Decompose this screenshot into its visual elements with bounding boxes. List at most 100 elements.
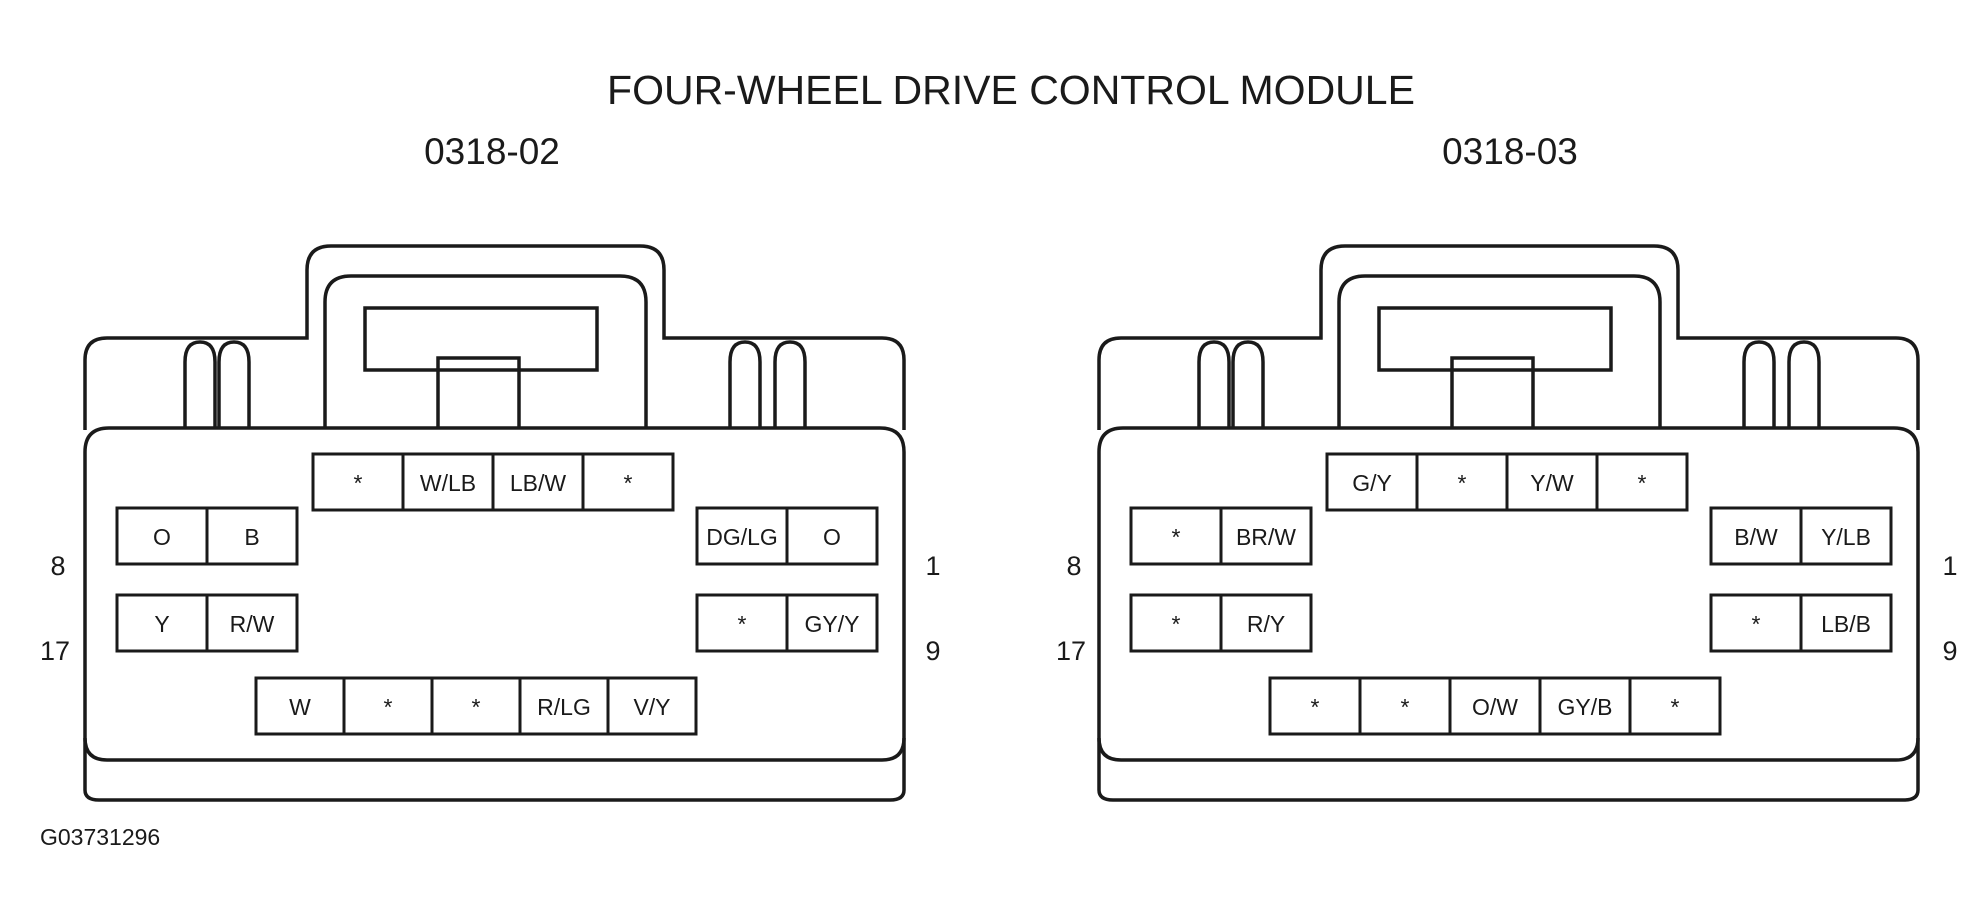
housing-line (1742, 340, 1776, 428)
pin-number-8: 8 (50, 551, 65, 581)
pin-left2-cell (115, 593, 209, 653)
housing-line (1097, 426, 1920, 802)
pin-bottom-wire-color: GY/B (1558, 694, 1613, 720)
pin-top-wire-color: * (1458, 470, 1467, 496)
pin-bottom-wire-color: * (1671, 694, 1680, 720)
connector-0318-02: 0318-02 * W/LB LB/W * O B Y R/W DG/LG O * GY/Y W * * R/… (40, 131, 941, 802)
pin-left1-wire-color: BR/W (1236, 524, 1296, 550)
pin-bottom-cell (606, 676, 698, 736)
pin-bottom-cell (430, 676, 522, 736)
pin-top-cell (1595, 452, 1689, 512)
pin-bottom-cell (518, 676, 610, 736)
figure-id: G03731296 (40, 824, 160, 850)
pin-right1-cell (1709, 506, 1803, 566)
connector-housing (83, 244, 906, 802)
pin-left2-cell (1219, 593, 1313, 653)
pin-right2-cell (695, 593, 789, 653)
pin-bottom-wire-color: * (1401, 694, 1410, 720)
pin-left2-wire-color: * (1172, 611, 1181, 637)
pin-number-1: 1 (1942, 551, 1957, 581)
pin-bottom-wire-color: O/W (1472, 694, 1518, 720)
housing-line (363, 306, 599, 372)
pin-left1-wire-color: * (1172, 524, 1181, 550)
pin-right2-wire-color: GY/Y (805, 611, 860, 637)
pin-bottom-cell (1448, 676, 1542, 736)
pin-top-cell (1325, 452, 1419, 512)
pin-right2-cell (1799, 593, 1893, 653)
housing-line (436, 356, 521, 428)
pin-top-cell (581, 452, 675, 512)
housing-line (1337, 274, 1662, 428)
pin-top-wire-color: * (1638, 470, 1647, 496)
pin-right1-wire-color: DG/LG (706, 524, 778, 550)
pin-bottom-cell (1628, 676, 1722, 736)
pin-left2-wire-color: Y (154, 611, 169, 637)
housing-line (1450, 356, 1535, 428)
housing-line (83, 737, 906, 762)
pin-top-cell (401, 452, 495, 512)
diagram-title: FOUR-WHEEL DRIVE CONTROL MODULE (607, 67, 1415, 113)
housing-line (1097, 737, 1920, 762)
pin-top-cell (491, 452, 585, 512)
pin-top-wire-color: G/Y (1352, 470, 1392, 496)
pin-right2-wire-color: LB/B (1821, 611, 1871, 637)
pin-bottom-wire-color: * (384, 694, 393, 720)
pin-left2-wire-color: R/Y (1247, 611, 1285, 637)
housing-line (1787, 340, 1821, 428)
pin-left1-cell (1219, 506, 1313, 566)
pin-number-9: 9 (925, 636, 940, 666)
connector-id-label: 0318-02 (424, 131, 560, 172)
pin-right1-cell (695, 506, 789, 566)
pin-top-wire-color: * (354, 470, 363, 496)
pin-bottom-wire-color: V/Y (633, 694, 670, 720)
pin-left1-wire-color: O (153, 524, 171, 550)
pin-left1-cell (115, 506, 209, 566)
housing-line (83, 244, 906, 430)
pin-left1-wire-color: B (244, 524, 259, 550)
pin-number-17: 17 (40, 636, 70, 666)
pin-top-cell (1505, 452, 1599, 512)
connector-id-label: 0318-03 (1442, 131, 1578, 172)
housing-line (83, 426, 906, 802)
pin-bottom-cell (1358, 676, 1452, 736)
pin-left1-cell (205, 506, 299, 566)
pin-number-8: 8 (1066, 551, 1081, 581)
pin-bottom-wire-color: W (289, 694, 311, 720)
pin-bottom-wire-color: * (1311, 694, 1320, 720)
pin-top-wire-color: W/LB (420, 470, 476, 496)
pin-number-17: 17 (1056, 636, 1086, 666)
pin-bottom-cell (1268, 676, 1362, 736)
pin-right1-cell (785, 506, 879, 566)
pin-left2-wire-color: R/W (230, 611, 275, 637)
pin-top-wire-color: * (624, 470, 633, 496)
pin-right1-wire-color: O (823, 524, 841, 550)
pin-right2-cell (785, 593, 879, 653)
housing-line (1377, 306, 1613, 372)
pin-right2-wire-color: * (1752, 611, 1761, 637)
housing-line (217, 340, 251, 428)
housing-line (773, 340, 807, 428)
pin-top-cell (1415, 452, 1509, 512)
pin-right2-wire-color: * (738, 611, 747, 637)
pin-bottom-wire-color: * (472, 694, 481, 720)
housing-line (323, 274, 648, 428)
pin-number-9: 9 (1942, 636, 1957, 666)
pin-right1-wire-color: B/W (1734, 524, 1778, 550)
housing-line (183, 340, 217, 428)
pin-top-wire-color: LB/W (510, 470, 567, 496)
pin-left2-cell (205, 593, 299, 653)
pin-bottom-wire-color: R/LG (537, 694, 591, 720)
pin-right1-wire-color: Y/LB (1821, 524, 1871, 550)
housing-line (1097, 244, 1920, 430)
pin-grid: * W/LB LB/W * O B Y R/W DG/LG O * GY/Y W * * R/LG V/Y (115, 452, 879, 736)
pin-right1-cell (1799, 506, 1893, 566)
housing-line (728, 340, 762, 428)
housing-line (1197, 340, 1231, 428)
pin-number-1: 1 (925, 551, 940, 581)
pin-left1-cell (1129, 506, 1223, 566)
connector-housing (1097, 244, 1920, 802)
housing-line (1231, 340, 1265, 428)
